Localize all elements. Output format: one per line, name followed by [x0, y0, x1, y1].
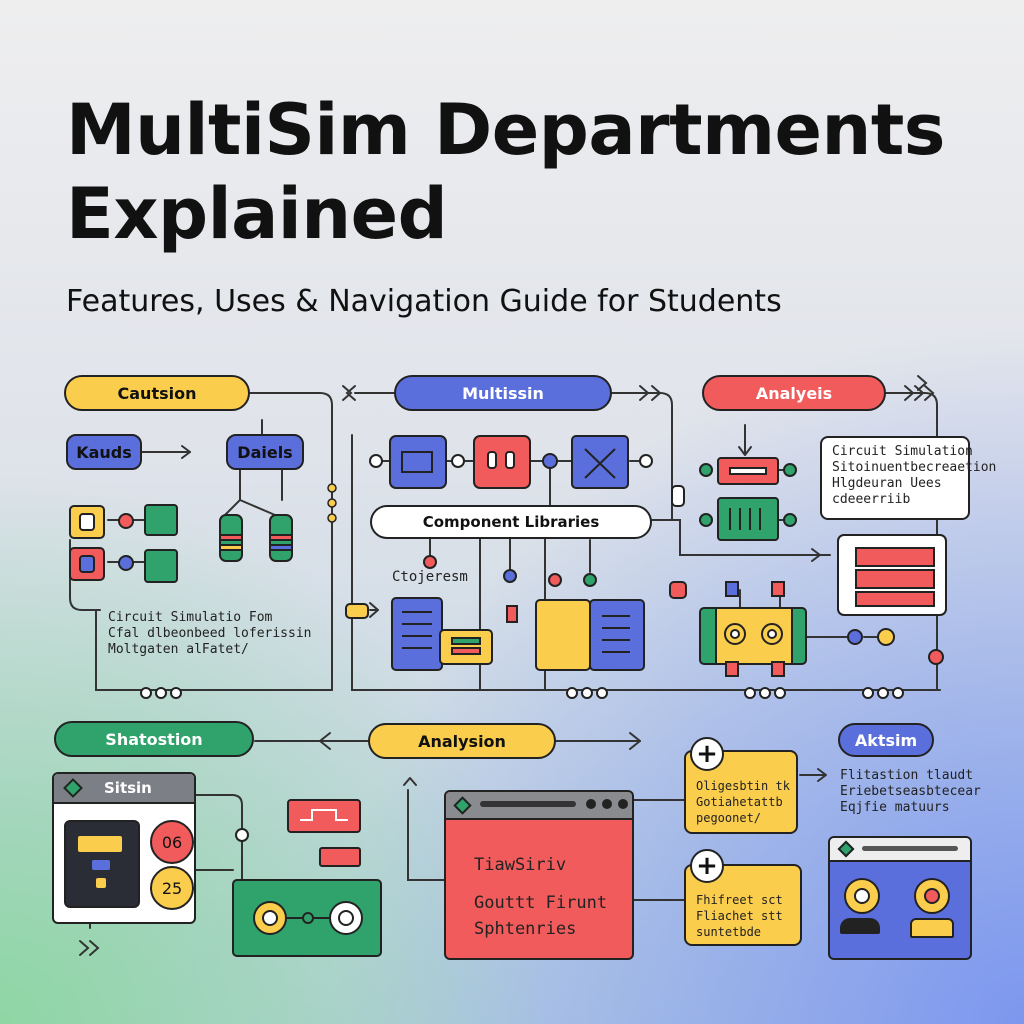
- label-component-libraries: Component Libraries: [370, 505, 652, 539]
- center-window: TiawSiriv Gouttt Firunt Sphtenries: [444, 790, 634, 960]
- right-note-line-1: Circuit Simulation: [832, 444, 973, 459]
- center-window-titlebar: [446, 792, 632, 820]
- label-analysion: Analysion: [368, 723, 556, 759]
- plus-icon[interactable]: +: [690, 737, 724, 771]
- sitsin-window-title: Sitsin: [104, 779, 152, 797]
- diamond-icon: [837, 840, 855, 858]
- sticker-06: 06: [150, 820, 194, 864]
- center-window-line-1: TiawSiriv: [474, 855, 567, 875]
- left-note-line-2: Cfal dlbeonbeed loferissin: [108, 626, 312, 641]
- page-title: MultiSim Departments Explained: [66, 89, 945, 255]
- sticker-25: 25: [150, 866, 194, 910]
- yellow-card-2-line-1: Fhifreet sct: [696, 893, 783, 907]
- yellow-card-2-line-3: suntetbde: [696, 925, 762, 939]
- right-text-line-3: Eqjfie matuurs: [840, 800, 950, 815]
- right-text-line-2: Eriebetseasbtecear: [840, 784, 981, 799]
- diamond-icon: [63, 778, 83, 798]
- center-window-line-2: Gouttt Firunt: [474, 893, 608, 913]
- diamond-icon: [453, 796, 472, 815]
- window-dot-icon: [618, 799, 628, 809]
- page-subtitle: Features, Uses & Navigation Guide for St…: [66, 284, 782, 319]
- yellow-card-1-line-3: pegoonet/: [696, 811, 762, 825]
- label-analyeis: Analyeis: [702, 375, 886, 411]
- label-ctojeresm: Ctojeresm: [392, 569, 468, 585]
- left-note: Circuit Simulatio Fom Cfal dlbeonbeed lo…: [96, 606, 332, 666]
- center-window-line-3: Sphtenries: [474, 919, 577, 939]
- label-daiels: Daiels: [226, 434, 304, 470]
- sitsin-window-titlebar: Sitsin: [54, 774, 194, 804]
- user-avatar-icon: [914, 878, 950, 914]
- label-aktsim: Aktsim: [838, 723, 934, 757]
- window-dot-icon: [586, 799, 596, 809]
- left-note-line-1: Circuit Simulatio Fom: [108, 610, 273, 625]
- label-multissin: Multissin: [394, 375, 612, 411]
- right-text-block: Flitastion tlaudt Eriebetseasbtecear Eqj…: [840, 768, 981, 816]
- chip-graphic: [64, 820, 140, 908]
- label-kauds: Kauds: [66, 434, 142, 470]
- right-text-line-1: Flitastion tlaudt: [840, 768, 974, 783]
- label-shatostion: Shatostion: [54, 721, 254, 757]
- window-dot-icon: [602, 799, 612, 809]
- monitor-window: [828, 836, 972, 960]
- monitor-window-titlebar: [830, 838, 970, 862]
- right-note: Circuit Simulation Sitoinuentbecreaetion…: [820, 436, 997, 520]
- label-cautsion: Cautsion: [64, 375, 250, 411]
- yellow-card-1-line-2: Gotiahetattb: [696, 795, 783, 809]
- yellow-card-1-line-1: Oligesbtin tk: [696, 779, 790, 793]
- right-note-line-4: cdeeerriib: [832, 492, 911, 507]
- right-note-line-2: Sitoinuentbecreaetion: [832, 460, 997, 475]
- center-window-text: TiawSiriv Gouttt Firunt Sphtenries: [474, 852, 607, 942]
- left-note-line-3: Moltgaten alFatet/: [108, 642, 249, 657]
- right-note-line-3: Hlgdeuran Uees: [832, 476, 942, 491]
- user-avatar-icon: [844, 878, 880, 914]
- yellow-card-2-line-2: Fliachet stt: [696, 909, 783, 923]
- plus-icon[interactable]: +: [690, 849, 724, 883]
